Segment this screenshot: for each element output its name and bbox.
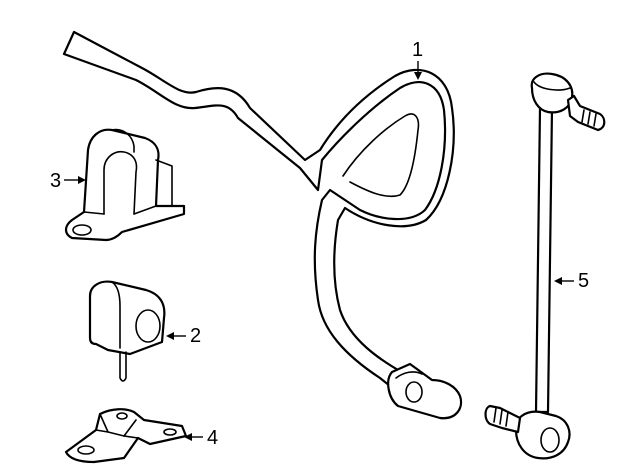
callout-3: 3 [50,170,86,192]
bracket-upper-hole [72,224,92,236]
stabilizer-link-upper-stud [566,94,606,132]
callout-5: 5 [554,270,589,292]
stabilizer-link-upper-joint-edge [533,81,571,91]
stabilizer-link-lower-stud [484,404,522,434]
callout-2-arrow [166,332,174,340]
callout-label-3: 3 [50,170,61,192]
bracket-lower-hole-top [116,412,128,420]
bushing-pin [119,351,127,382]
stabilizer-link-rod [534,106,554,414]
callout-2: 2 [166,325,201,347]
stabilizer-link-lower-joint-face [540,427,560,453]
callout-3-arrow [78,176,86,184]
bushing-bore [135,309,161,343]
bracket-upper-side [155,159,173,207]
callout-label-4: 4 [207,427,218,449]
bracket-lower-arch [99,413,137,437]
callout-5-arrow [554,277,562,285]
stabilizer-bar-end [387,362,463,420]
stabilizer-link-upper-joint [530,72,574,114]
bushing-body [88,280,166,356]
bracket-upper[interactable] [64,128,186,242]
callout-label-1: 1 [412,39,423,61]
callout-1-arrow [414,72,422,80]
stabilizer-link-lower-stud-thread [493,407,509,427]
stabilizer-link[interactable] [484,72,606,460]
bracket-lower-hole-right [163,428,177,436]
bracket-lower[interactable] [64,408,188,464]
callout-label-5: 5 [578,270,589,292]
stabilizer-bar-end-detail [395,371,423,379]
stabilizer-link-upper-stud-thread [581,109,597,127]
bracket-upper-arch [103,150,138,215]
callout-4: 4 [184,427,218,449]
bushing[interactable] [88,280,166,382]
stabilizer-bar-end-hole [405,381,423,403]
callout-label-2: 2 [190,325,201,347]
callout-1: 1 [412,39,423,80]
bracket-lower-edge [95,429,139,439]
stabilizer-link-lower-joint [514,410,571,460]
bushing-slit [111,281,121,349]
stabilizer-bar-inner-loop [342,113,420,198]
callout-4-arrow [184,433,192,441]
bracket-upper-rear [111,128,135,153]
bracket-lower-hole-left [77,445,95,455]
stabilizer-bar[interactable] [62,30,463,420]
bracket-upper-body [64,128,186,242]
bracket-upper-flange [83,205,157,215]
